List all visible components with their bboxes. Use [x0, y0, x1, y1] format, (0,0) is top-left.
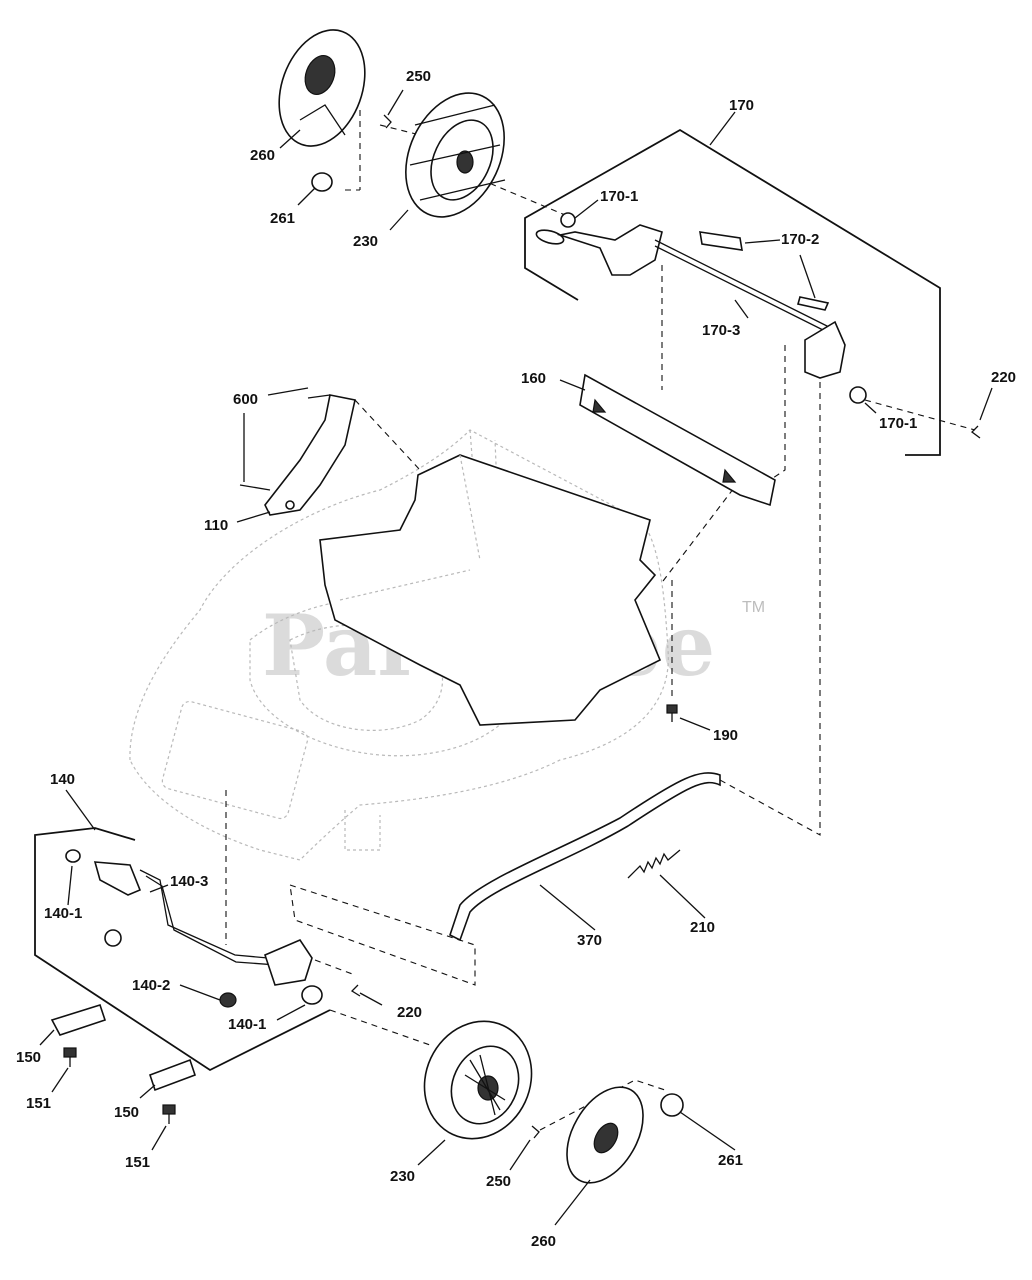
retaining-clip-250-top — [383, 114, 392, 129]
callout-230-top: 230 — [353, 233, 378, 250]
bracket-170-3 — [804, 320, 846, 379]
front-axle-140 — [65, 849, 323, 1008]
callout-230-bottom: 230 — [390, 1168, 415, 1185]
callout-210: 210 — [690, 919, 715, 936]
callout-600: 600 — [233, 391, 258, 408]
callout-labels: 250 260 261 230 170 170-1 170-2 170-3 16… — [16, 68, 1016, 1250]
callout-260-bottom: 260 — [531, 1233, 556, 1250]
bushing-140-1-b — [219, 992, 237, 1008]
bushing-140-1-a — [65, 849, 81, 863]
callout-110: 110 — [204, 517, 228, 534]
bolt-151-b — [162, 1104, 176, 1124]
assembly-lines — [225, 110, 976, 1131]
callout-140-3: 140-3 — [170, 873, 208, 890]
front-wheel-230-bottom — [423, 1020, 533, 1140]
callout-370: 370 — [577, 932, 602, 949]
callout-190: 190 — [713, 727, 738, 744]
retaining-clip-250-bottom — [531, 1125, 540, 1139]
callout-140-1-b: 140-1 — [228, 1016, 266, 1033]
bail-rod-370 — [449, 772, 721, 942]
e-clip-220-right — [971, 425, 981, 439]
e-clip-220-lower — [350, 984, 361, 997]
callout-leaders — [39, 89, 993, 1226]
callout-250-top: 250 — [406, 68, 431, 85]
watermark-trademark: TM — [742, 599, 765, 616]
baffle-150-a — [50, 1004, 107, 1036]
baffle-150-b — [148, 1058, 197, 1092]
callout-160: 160 — [521, 370, 546, 387]
spring-210 — [627, 849, 681, 879]
callout-170-1-top: 170-1 — [600, 188, 638, 205]
washer-140-1-c — [301, 985, 323, 1005]
bushing-140-2 — [104, 929, 122, 947]
rear-wheel-230-top — [405, 92, 506, 218]
hubcap-261-bottom — [660, 1093, 684, 1117]
wheel-cover-260-bottom — [566, 1086, 644, 1184]
bolt-151-a — [63, 1047, 77, 1067]
callout-250-bottom: 250 — [486, 1173, 511, 1190]
callout-260-top: 260 — [250, 147, 275, 164]
rear-flap-panel — [319, 454, 662, 726]
callout-140: 140 — [50, 771, 75, 788]
washer-170-1-top — [560, 212, 576, 228]
callout-261-top: 261 — [270, 210, 295, 227]
callout-140-2: 140-2 — [132, 977, 170, 994]
group-170-bracket — [524, 128, 941, 456]
hubcap-261-top — [311, 172, 333, 192]
callout-140-1-a: 140-1 — [44, 905, 82, 922]
callout-220-lower: 220 — [397, 1004, 422, 1021]
pin-170-2-a — [699, 231, 743, 251]
height-adjuster-170 — [535, 212, 867, 404]
group-140-bracket — [34, 827, 331, 1072]
callout-170-1-bottom: 170-1 — [879, 415, 917, 432]
callout-151-a: 151 — [26, 1095, 51, 1112]
screw-190 — [666, 704, 678, 722]
wheel-cover-260-top — [278, 29, 366, 147]
callout-151-b: 151 — [125, 1154, 150, 1171]
callout-261-bottom: 261 — [718, 1152, 743, 1169]
callout-220-right: 220 — [991, 369, 1016, 386]
mounting-channel-160 — [579, 373, 776, 507]
callout-170-3: 170-3 — [702, 322, 740, 339]
callout-170-2: 170-2 — [781, 231, 819, 248]
callout-150-a: 150 — [16, 1049, 41, 1066]
callout-150-b: 150 — [114, 1104, 139, 1121]
bracket-110 — [239, 394, 356, 516]
callout-170: 170 — [729, 97, 754, 114]
washer-170-1-bottom — [849, 386, 867, 404]
pin-170-2-b — [796, 296, 830, 311]
